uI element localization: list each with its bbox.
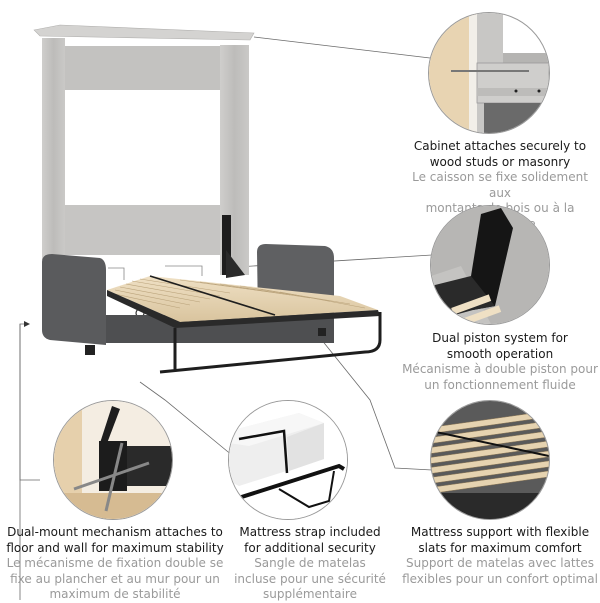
feature-title-fr: Le caisson se fixe solidement aux	[412, 170, 588, 200]
floor-screw-mount-icon	[54, 401, 172, 519]
feature-dual-piston: Dual piston system for smooth operation …	[400, 331, 600, 393]
piston-arm-icon	[431, 206, 549, 324]
detail-dual-mount-image	[53, 400, 173, 520]
wood-slats-icon	[431, 401, 549, 519]
feature-title-fr: Mécanisme à double piston pour	[402, 362, 598, 376]
feature-title-en: wood studs or masonry	[429, 154, 571, 169]
detail-piston-image	[430, 205, 550, 325]
feature-title-en: Mattress strap included	[239, 525, 381, 539]
feature-title-fr: flexibles pour un confort optimal	[402, 571, 598, 586]
feature-title-fr: un fonctionnement fluide	[424, 377, 576, 392]
detail-slats-image	[430, 400, 550, 520]
feature-title-en: slats for maximum comfort	[418, 540, 582, 555]
feature-title-fr: Sangle de matelas	[254, 556, 366, 570]
feature-dual-mount: Dual-mount mechanism attaches to floor a…	[0, 525, 230, 603]
feature-title-en: Dual piston system for	[432, 331, 568, 345]
feature-title-fr: Le mécanisme de fixation double se	[6, 556, 224, 570]
wall-mount-bracket-icon	[429, 13, 549, 133]
murphy-bed-illustration	[33, 24, 382, 374]
detail-wall-mount-image	[428, 12, 550, 134]
feature-title-en: Mattress support with flexible	[410, 525, 590, 539]
detail-mattress-strap-image	[228, 400, 348, 520]
feature-title-en: Dual-mount mechanism attaches to	[7, 525, 223, 539]
feature-title-fr: Support de matelas avec lattes	[406, 556, 594, 570]
feature-title-en: for additional security	[244, 540, 376, 555]
feature-title-en: floor and wall for maximum stability	[6, 540, 224, 555]
feature-title-fr: incluse pour une sécurité	[234, 571, 386, 586]
feature-title-fr: supplémentaire	[263, 587, 357, 601]
mattress-strap-icon	[229, 401, 347, 519]
feature-title-fr: fixe au plancher et au mur pour un	[10, 571, 220, 586]
feature-flexible-slats: Mattress support with flexible slats for…	[400, 525, 600, 587]
feature-title-en: smooth operation	[446, 346, 554, 361]
feature-title-en: Cabinet attaches securely to	[413, 139, 587, 153]
feature-mattress-strap: Mattress strap included for additional s…	[220, 525, 400, 603]
feature-title-fr: maximum de stabilité	[49, 587, 181, 601]
